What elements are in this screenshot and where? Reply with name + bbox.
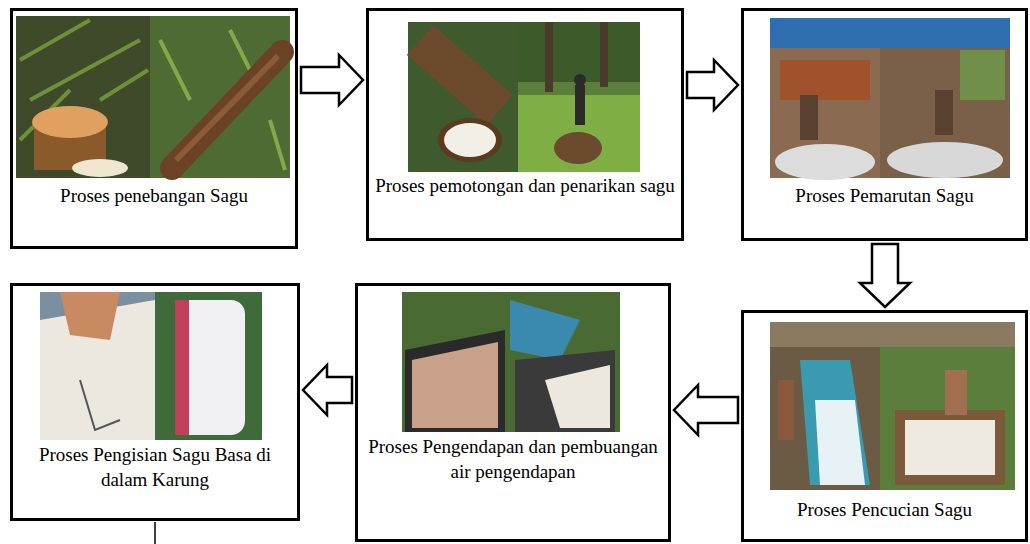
photo — [510, 292, 620, 432]
process-box: Proses Pencucian Sagu — [741, 310, 1028, 542]
process-label: Proses Pengisian Sagu Basa di dalam Karu… — [13, 443, 297, 492]
tool — [80, 380, 120, 430]
tarp — [510, 300, 580, 360]
log-section — [438, 118, 502, 162]
photo — [40, 292, 155, 440]
sago-slurry — [905, 420, 995, 475]
shelter-roof — [880, 322, 1015, 347]
process-box: Proses Pengisian Sagu Basa di dalam Karu… — [10, 283, 300, 521]
tarp-roof — [880, 18, 1010, 48]
process-box: Proses Pengendapan dan pembuangan air pe… — [355, 283, 671, 542]
log-texture — [176, 56, 278, 160]
process-label: Proses Pencucian Sagu — [744, 498, 1025, 523]
block-arrow — [674, 385, 738, 435]
sack-stripe — [175, 300, 189, 435]
photo — [880, 322, 1015, 490]
person — [575, 85, 585, 125]
photo — [880, 18, 1010, 178]
block-arrow — [303, 365, 352, 415]
block-arrow — [301, 55, 363, 105]
photo — [770, 322, 880, 490]
person — [945, 370, 967, 415]
trees — [518, 22, 640, 82]
log-stack — [780, 60, 870, 100]
foliage — [960, 50, 1005, 100]
process-label: Proses Pemarutan Sagu — [744, 184, 1025, 209]
tree-trunk — [600, 22, 608, 87]
block-arrow — [860, 244, 910, 307]
grated-sago — [775, 144, 875, 180]
stray-line — [154, 522, 156, 544]
photo — [16, 16, 150, 178]
process-label: Proses penebangan Sagu — [13, 184, 295, 209]
log-cut-end — [444, 123, 496, 157]
grated-sago — [887, 142, 1003, 178]
photo — [408, 22, 518, 172]
palm-frond — [20, 20, 148, 140]
photo — [402, 292, 510, 432]
process-label: Proses Pengendapan dan pembuangan air pe… — [358, 435, 668, 484]
photo — [155, 292, 262, 440]
block-arrow — [687, 60, 738, 110]
boat — [515, 350, 615, 432]
process-box: Proses pemotongan dan penarikan sagu — [366, 8, 684, 241]
sago-log — [172, 52, 282, 168]
sago-sack — [175, 300, 245, 435]
boat — [405, 330, 505, 432]
tree-trunk — [545, 22, 553, 92]
person-head — [574, 74, 586, 86]
photo — [518, 22, 640, 172]
sago-log — [420, 40, 500, 110]
person — [935, 90, 953, 135]
process-box: Proses penebangan Sagu — [10, 8, 298, 249]
settling-water — [412, 342, 498, 428]
sago-chips — [72, 159, 128, 177]
log-roll — [554, 132, 602, 164]
photo — [150, 16, 290, 178]
foliage — [160, 30, 285, 170]
process-box: Proses Pemarutan Sagu — [741, 8, 1028, 241]
process-label: Proses pemotongan dan penarikan sagu — [369, 174, 681, 199]
washing-cloth — [800, 360, 870, 485]
shelter-roof — [770, 322, 880, 347]
wooden-tub — [895, 410, 1005, 485]
person — [800, 95, 818, 140]
worker — [60, 292, 120, 340]
person — [778, 380, 794, 440]
water-flow — [815, 400, 865, 485]
settled-sago — [545, 365, 610, 428]
stump-cut — [32, 106, 108, 138]
tarp-roof — [770, 18, 880, 48]
